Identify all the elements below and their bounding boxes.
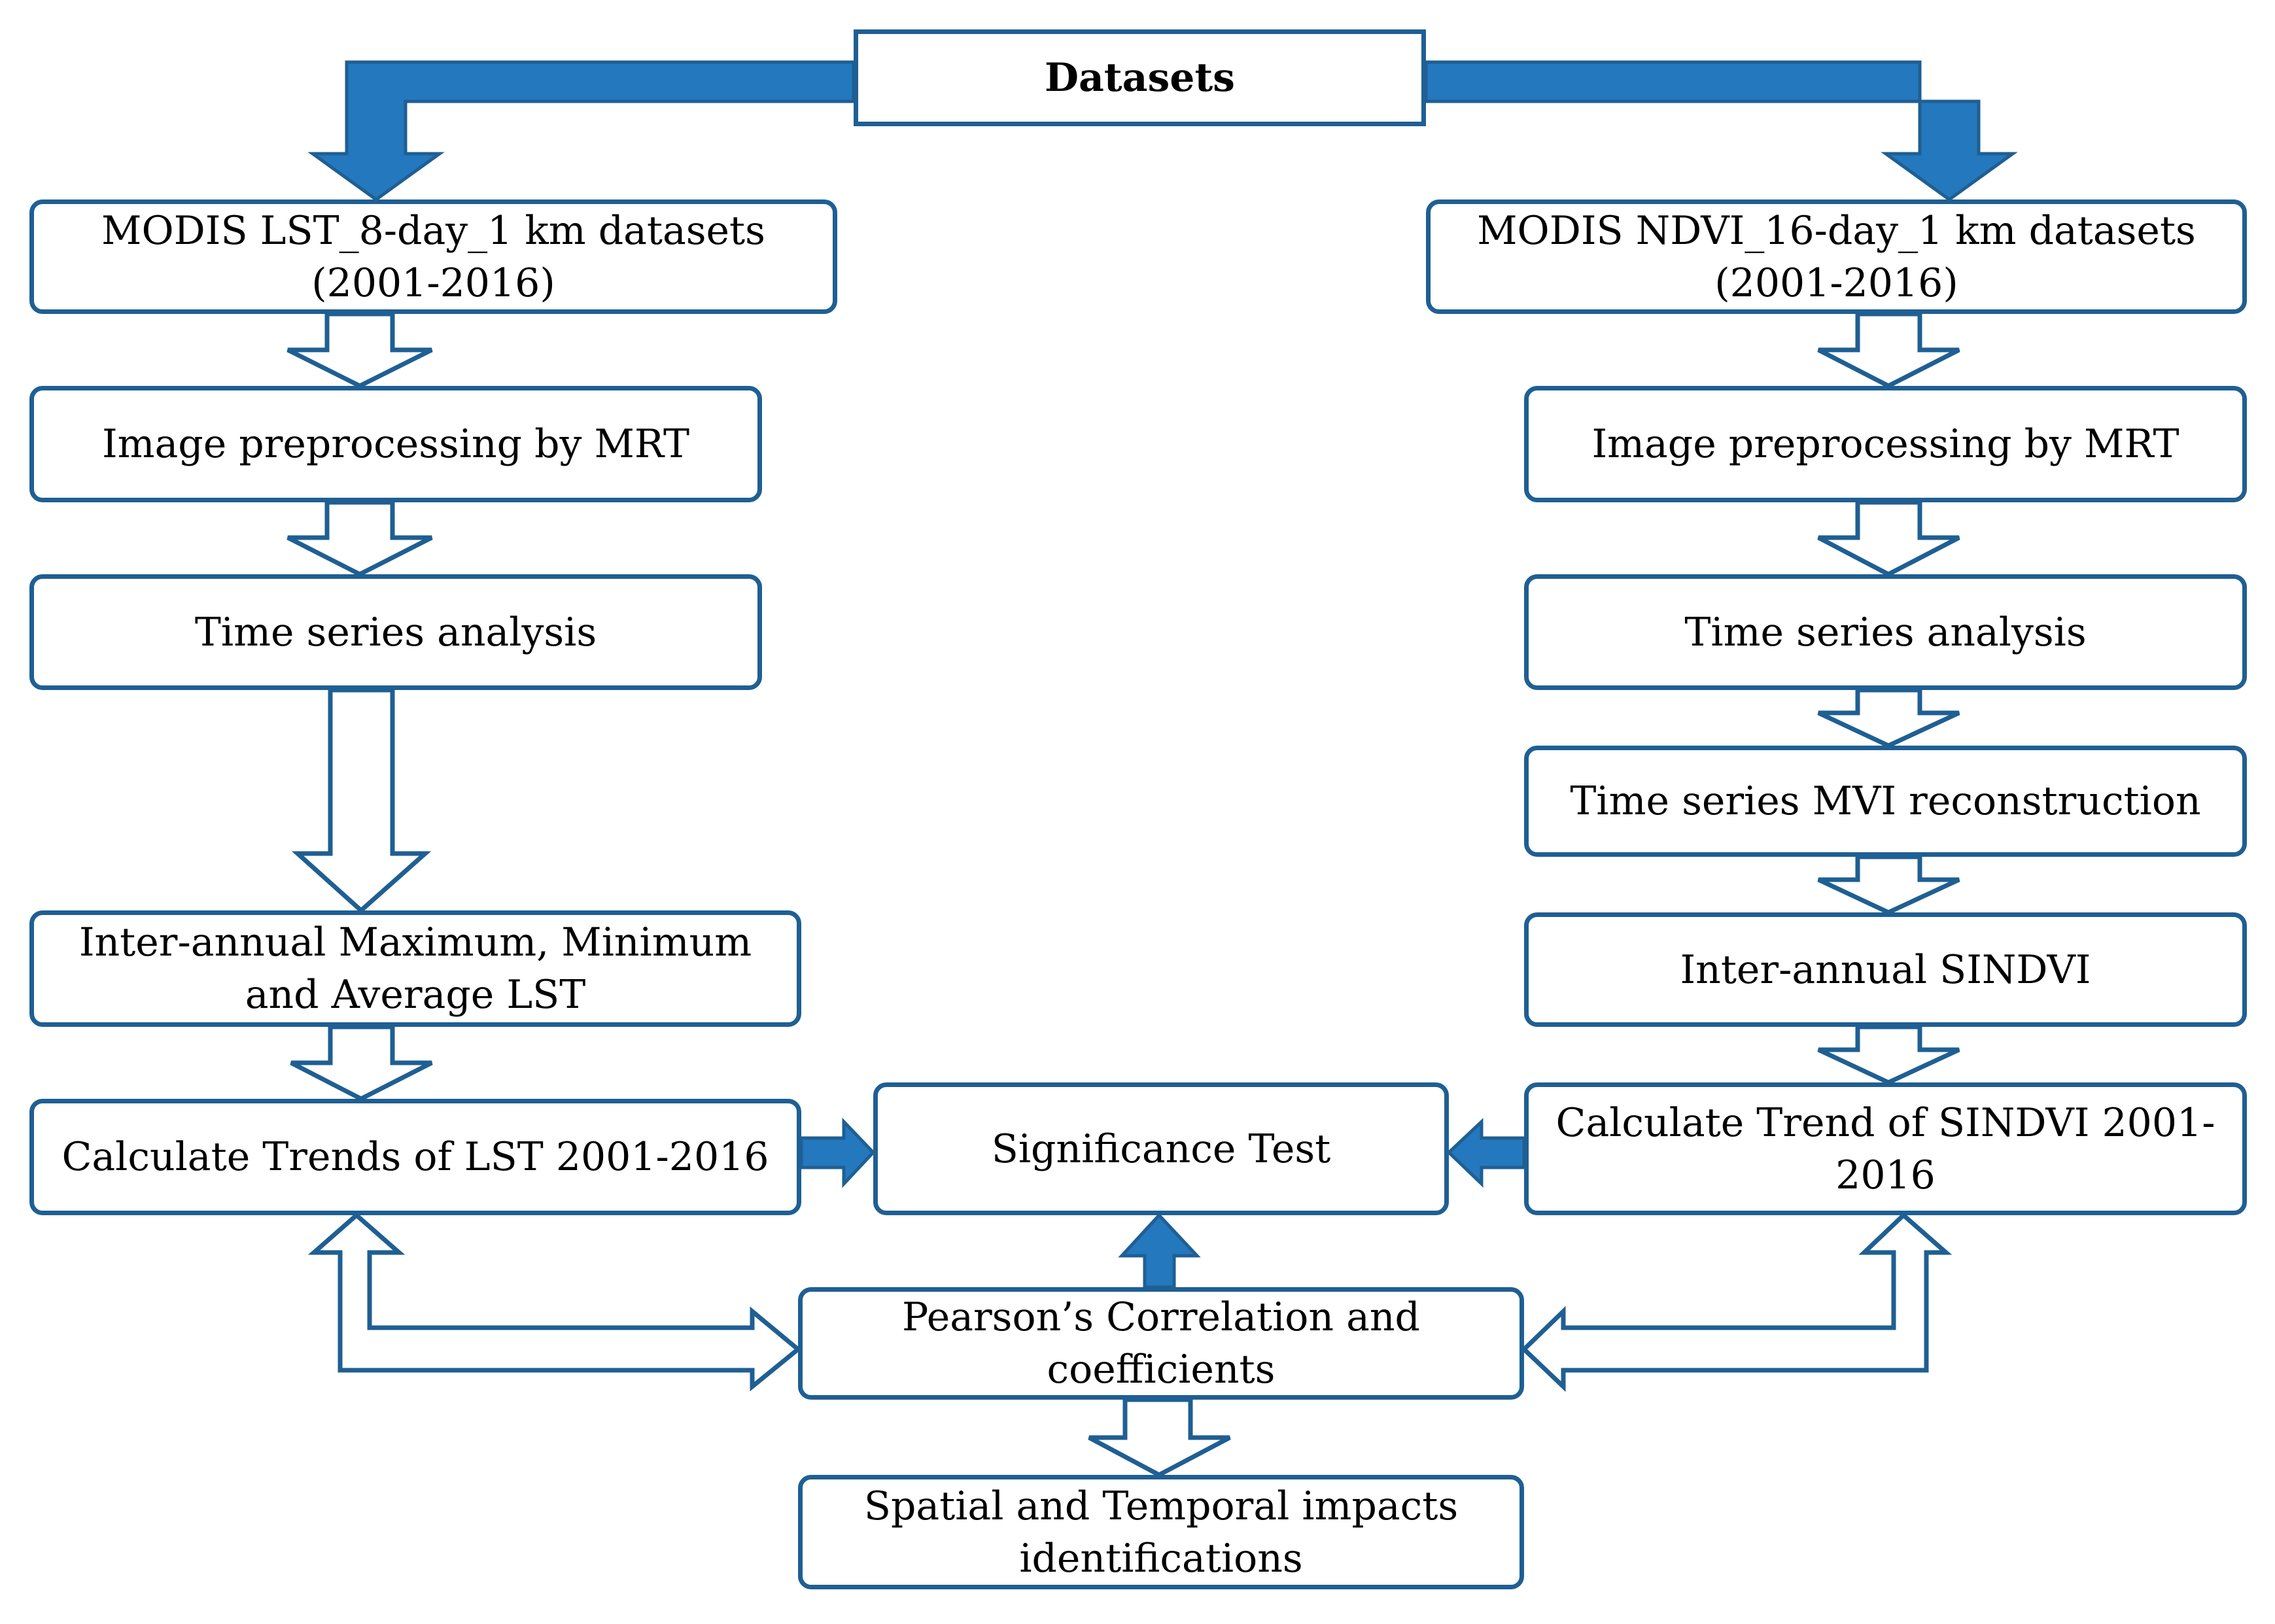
lst-inter-annual-line-2: and Average LST [245, 972, 586, 1018]
correlation-box: Pearson’s Correlation and coefficients [798, 1287, 1524, 1400]
hollow-arrow-ndvi-source-to-preprocess [1817, 311, 1960, 389]
ndvi-time-series-label: Time series analysis [1684, 609, 2087, 655]
hollow-arrow-ndvi-interannual-to-trend [1817, 1024, 1960, 1085]
impacts-box: Spatial and Temporal impacts identificat… [798, 1475, 1524, 1589]
lst-inter-annual-box: Inter-annual Maximum, Minimum and Averag… [29, 910, 801, 1027]
lst-trend-box: Calculate Trends of LST 2001-2016 [29, 1099, 801, 1215]
impacts-line-1: Spatial and Temporal impacts [863, 1483, 1459, 1529]
significance-test-box: Significance Test [873, 1082, 1449, 1215]
ndvi-preprocess-box: Image preprocessing by MRT [1524, 386, 2247, 502]
hollow-arrow-ndvi-timeseries-to-reconstruction [1817, 687, 1960, 748]
ndvi-source-line-2: (2001-2016) [1714, 260, 1958, 306]
solid-arrow-datasets-to-ndvi [1424, 60, 2018, 202]
hollow-arrow-ndvi-reconstruction-to-interannual [1817, 854, 1960, 915]
lst-trend-label: Calculate Trends of LST 2001-2016 [61, 1134, 769, 1180]
lst-time-series-label: Time series analysis [194, 609, 597, 655]
lst-source-line-1: MODIS LST_8-day_1 km datasets [101, 207, 765, 254]
lst-source-box: MODIS LST_8-day_1 km datasets (2001-2016… [29, 199, 837, 314]
hollow-arrow-lst-interannual-to-trend [290, 1024, 433, 1101]
solid-arrow-datasets-to-lst [307, 60, 856, 202]
hollow-arrow-ndvi-preprocess-to-timeseries [1817, 500, 1960, 577]
lst-preprocess-box: Image preprocessing by MRT [29, 386, 762, 502]
ndvi-trend-box: Calculate Trend of SINDVI 2001- 2016 [1524, 1082, 2247, 1215]
lst-preprocess-label: Image preprocessing by MRT [101, 421, 690, 467]
lst-time-series-box: Time series analysis [29, 574, 762, 690]
ndvi-trend-line-1: Calculate Trend of SINDVI 2001- [1555, 1099, 2215, 1146]
ndvi-inter-annual-box: Inter-annual SINDVI [1524, 912, 2247, 1027]
significance-test-label: Significance Test [991, 1126, 1331, 1172]
impacts-line-2: identifications [1019, 1535, 1303, 1581]
hollow-arrow-lst-preprocess-to-timeseries [287, 500, 433, 577]
ndvi-source-box: MODIS NDVI_16-day_1 km datasets (2001-20… [1426, 199, 2247, 314]
ndvi-source-line-1: MODIS NDVI_16-day_1 km datasets [1477, 207, 2196, 254]
solid-arrow-ndvi-trend-to-significance [1446, 1118, 1526, 1188]
hollow-arrow-lst-timeseries-to-interannual [291, 687, 432, 914]
correlation-line-1: Pearson’s Correlation and [902, 1294, 1420, 1340]
ndvi-trend-line-2: 2016 [1835, 1152, 1936, 1198]
datasets-title: Datasets [1045, 55, 1235, 101]
ndvi-time-series-box: Time series analysis [1524, 574, 2247, 690]
solid-arrow-correlation-to-significance [1118, 1213, 1201, 1289]
hollow-double-arrow-ndvi-trend-correlation [1520, 1212, 1953, 1392]
ndvi-reconstruction-label: Time series MVI reconstruction [1570, 778, 2201, 824]
hollow-arrow-lst-source-to-preprocess [287, 311, 433, 389]
ndvi-preprocess-label: Image preprocessing by MRT [1591, 421, 2179, 467]
hollow-arrow-correlation-to-impacts [1088, 1397, 1231, 1477]
correlation-line-2: coefficients [1047, 1347, 1276, 1392]
lst-inter-annual-line-1: Inter-annual Maximum, Minimum [78, 920, 752, 965]
ndvi-reconstruction-box: Time series MVI reconstruction [1524, 746, 2247, 857]
solid-arrow-lst-trend-to-significance [799, 1117, 876, 1188]
ndvi-inter-annual-label: Inter-annual SINDVI [1680, 946, 2091, 993]
lst-source-line-2: (2001-2016) [311, 260, 555, 306]
datasets-title-box: Datasets [854, 29, 1426, 126]
